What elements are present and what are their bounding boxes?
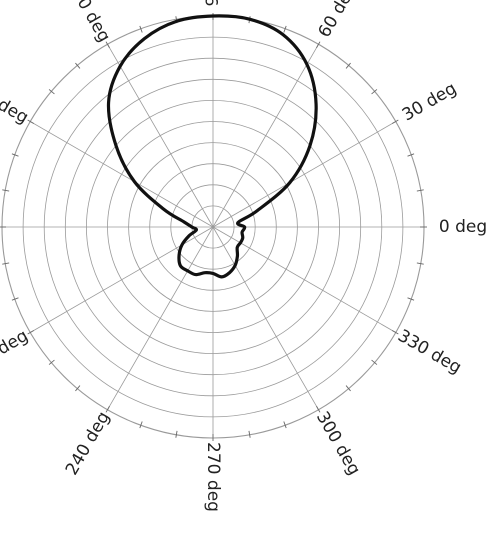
tick-250 <box>139 421 143 429</box>
polar-grid <box>1 15 425 439</box>
spoke-60 <box>212 44 319 228</box>
angle-label-60: 60 deg <box>315 0 362 41</box>
tick-190 <box>2 262 10 265</box>
tick-140 <box>48 89 55 95</box>
spoke-120 <box>107 44 214 228</box>
tick-330 <box>392 330 399 335</box>
spoke-150 <box>30 121 214 228</box>
angle-label-30: 30 deg <box>399 79 460 126</box>
tick-70 <box>283 25 287 33</box>
tick-350 <box>416 262 424 265</box>
data-series <box>106 14 318 279</box>
tick-340 <box>407 297 415 301</box>
tick-220 <box>48 359 55 365</box>
tick-10 <box>416 189 424 192</box>
angle-label-300: 300 deg <box>312 408 364 479</box>
tick-240 <box>105 406 110 413</box>
tick-20 <box>407 153 415 157</box>
tick-30 <box>392 119 399 124</box>
angle-label-330: 330 deg <box>394 326 465 378</box>
tick-50 <box>345 62 351 69</box>
tick-150 <box>27 119 34 124</box>
angle-label-210: 210 deg <box>0 326 32 378</box>
tick-120 <box>105 41 110 48</box>
angle-label-90: 90 deg <box>203 0 223 7</box>
spoke-330 <box>212 226 396 333</box>
tick-110 <box>139 25 143 33</box>
tick-200 <box>11 297 19 301</box>
series-line-0 <box>106 14 318 279</box>
angle-label-0: 0 deg <box>439 217 487 237</box>
tick-60 <box>316 41 321 48</box>
tick-290 <box>283 421 287 429</box>
tick-40 <box>371 89 378 95</box>
angular-ticks <box>0 13 427 441</box>
spoke-30 <box>212 121 396 228</box>
tick-160 <box>11 153 19 157</box>
spoke-240 <box>107 226 214 410</box>
tick-310 <box>345 385 351 392</box>
spoke-210 <box>30 226 214 333</box>
angle-label-150: 150 deg <box>0 76 32 128</box>
tick-210 <box>27 330 34 335</box>
angle-label-240: 240 deg <box>62 408 114 479</box>
spoke-300 <box>212 226 319 410</box>
tick-130 <box>75 62 81 69</box>
tick-170 <box>2 189 10 192</box>
tick-300 <box>316 406 321 413</box>
tick-230 <box>75 385 81 392</box>
tick-260 <box>175 430 178 438</box>
tick-280 <box>248 430 251 438</box>
angle-label-120: 120 deg <box>62 0 114 46</box>
angle-label-270: 270 deg <box>203 442 223 512</box>
tick-320 <box>371 359 378 365</box>
